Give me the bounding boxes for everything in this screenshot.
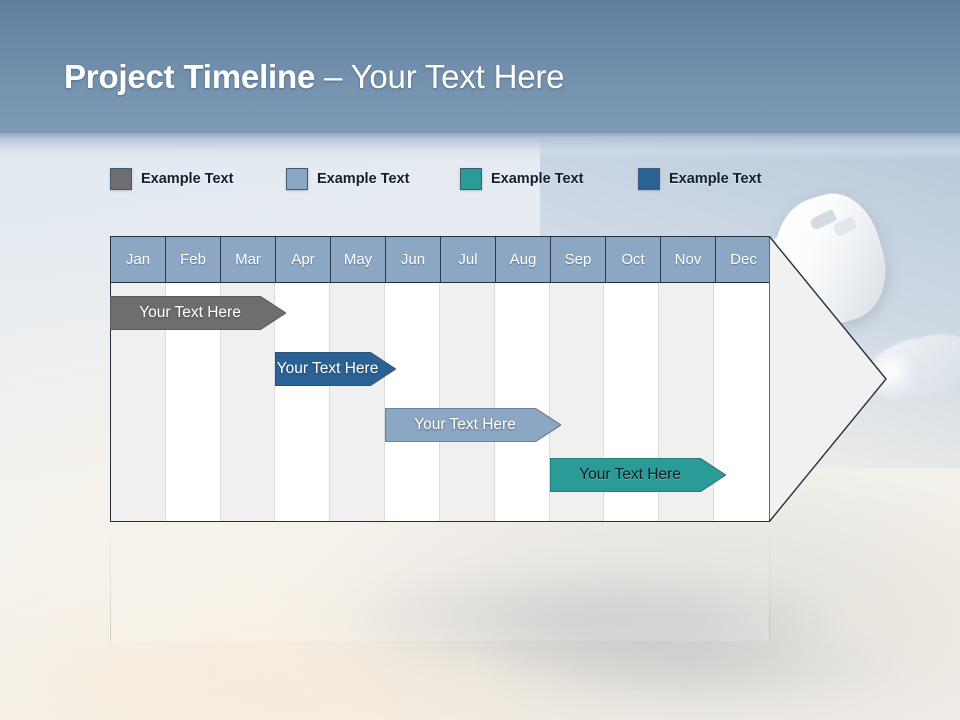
timeline-bar-teal[interactable]: Your Text Here xyxy=(550,458,726,492)
month-header-aug[interactable]: Aug xyxy=(496,237,551,282)
chart-reflection xyxy=(110,523,770,641)
legend-item-label: Example Text xyxy=(141,171,234,187)
month-header-mar[interactable]: Mar xyxy=(221,237,276,282)
timeline-grid-column-aug xyxy=(494,237,550,521)
title-band-underline xyxy=(0,133,960,138)
page-title-bold: Project Timeline xyxy=(64,58,316,95)
month-header-jan[interactable]: Jan xyxy=(111,237,166,282)
timeline-grid-column-jul xyxy=(439,237,495,521)
bar-label: Your Text Here xyxy=(414,416,516,433)
legend-swatch-dark-blue xyxy=(638,168,660,190)
month-header-oct[interactable]: Oct xyxy=(606,237,661,282)
legend-item-label: Example Text xyxy=(491,171,584,187)
bar-label: Your Text Here xyxy=(139,304,241,321)
legend-item-label: Example Text xyxy=(669,171,762,187)
page-title: Project Timeline – Your Text Here xyxy=(64,58,564,96)
page-title-dash: – xyxy=(315,58,351,95)
timeline-end-chevron xyxy=(769,236,887,522)
legend-item-3[interactable]: Example Text xyxy=(460,168,583,190)
timeline-grid-column-jun xyxy=(385,237,440,521)
bar-arrow-shape xyxy=(550,458,726,492)
timeline-bar-light-blue[interactable]: Your Text Here xyxy=(385,408,561,442)
legend-item-label: Example Text xyxy=(317,171,410,187)
month-header-dec[interactable]: Dec xyxy=(716,237,771,282)
page-title-light: Your Text Here xyxy=(350,58,565,95)
timeline-bar-gray[interactable]: Your Text Here xyxy=(110,296,286,330)
month-header-apr[interactable]: Apr xyxy=(276,237,331,282)
month-header-may[interactable]: May xyxy=(331,237,386,282)
timeline-grid-column-jan xyxy=(111,237,166,521)
month-header-nov[interactable]: Nov xyxy=(661,237,716,282)
title-band-fade xyxy=(0,138,960,160)
legend-item-4[interactable]: Example Text xyxy=(638,168,761,190)
legend-item-2[interactable]: Example Text xyxy=(286,168,409,190)
bar-arrow-shape xyxy=(275,352,396,386)
month-header-jun[interactable]: Jun xyxy=(386,237,441,282)
cloud-smudge-3 xyxy=(0,640,420,720)
bar-arrow-shape xyxy=(110,296,286,330)
timeline-grid-column-feb xyxy=(165,237,221,521)
cloud-smudge-2 xyxy=(480,620,900,710)
legend-swatch-light-blue xyxy=(286,168,308,190)
bar-label: Your Text Here xyxy=(579,466,681,483)
legend: Example Text Example Text Example Text Exam… xyxy=(110,168,830,194)
month-header-feb[interactable]: Feb xyxy=(166,237,221,282)
timeline-bar-dark-blue[interactable]: Your Text Here xyxy=(275,352,396,386)
month-header-sep[interactable]: Sep xyxy=(551,237,606,282)
month-header-jul[interactable]: Jul xyxy=(441,237,496,282)
timeline-month-header-underline xyxy=(111,282,771,284)
bar-arrow-shape xyxy=(385,408,561,442)
timeline-grid-column-mar xyxy=(220,237,276,521)
bar-label: Your Text Here xyxy=(276,360,379,377)
legend-swatch-teal xyxy=(460,168,482,190)
legend-swatch-gray xyxy=(110,168,132,190)
title-band xyxy=(0,0,960,133)
legend-item-1[interactable]: Example Text xyxy=(110,168,233,190)
